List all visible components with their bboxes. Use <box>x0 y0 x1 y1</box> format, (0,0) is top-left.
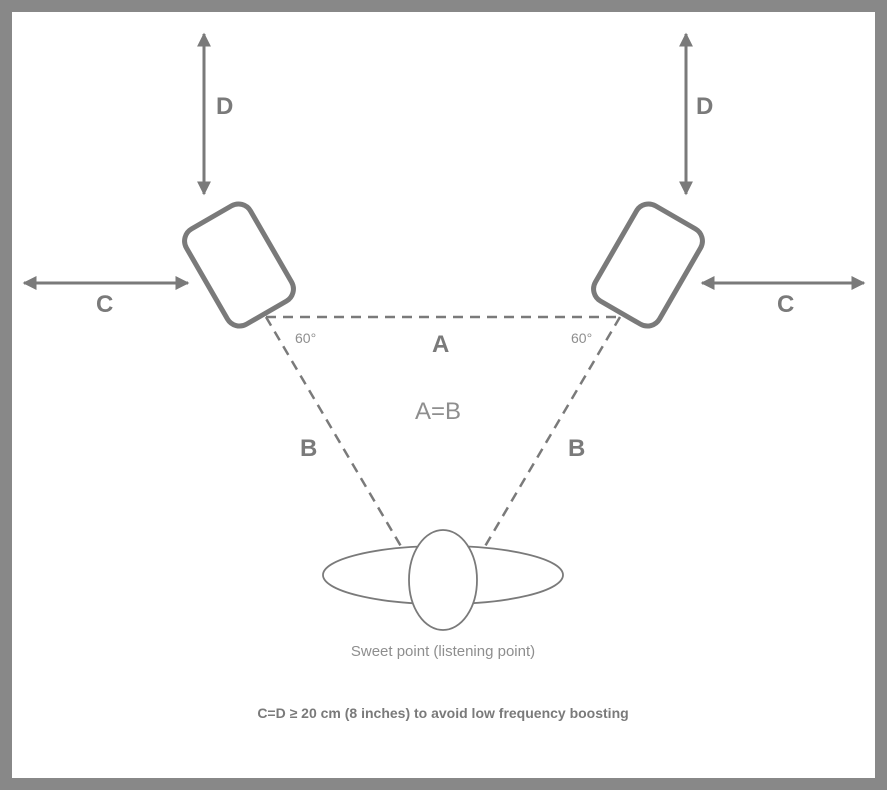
label-equality: A=B <box>415 398 461 425</box>
label-angle-right: 60° <box>571 330 592 346</box>
label-c-left: C <box>96 291 113 318</box>
label-angle-left: 60° <box>295 330 316 346</box>
triangle-side-b-left <box>264 316 404 549</box>
label-b-right: B <box>568 435 585 462</box>
label-footnote: C=D ≥ 20 cm (8 inches) to avoid low freq… <box>257 705 628 721</box>
label-b-left: B <box>300 435 317 462</box>
triangle-side-b-right <box>482 316 622 549</box>
speaker-left <box>182 201 296 329</box>
label-c-right: C <box>777 291 794 318</box>
speaker-right <box>591 201 705 329</box>
label-sweet-point: Sweet point (listening point) <box>351 643 535 660</box>
label-d-right: D <box>696 93 713 120</box>
listener-head <box>408 529 478 631</box>
label-d-left: D <box>216 93 233 120</box>
label-a: A <box>432 331 449 358</box>
